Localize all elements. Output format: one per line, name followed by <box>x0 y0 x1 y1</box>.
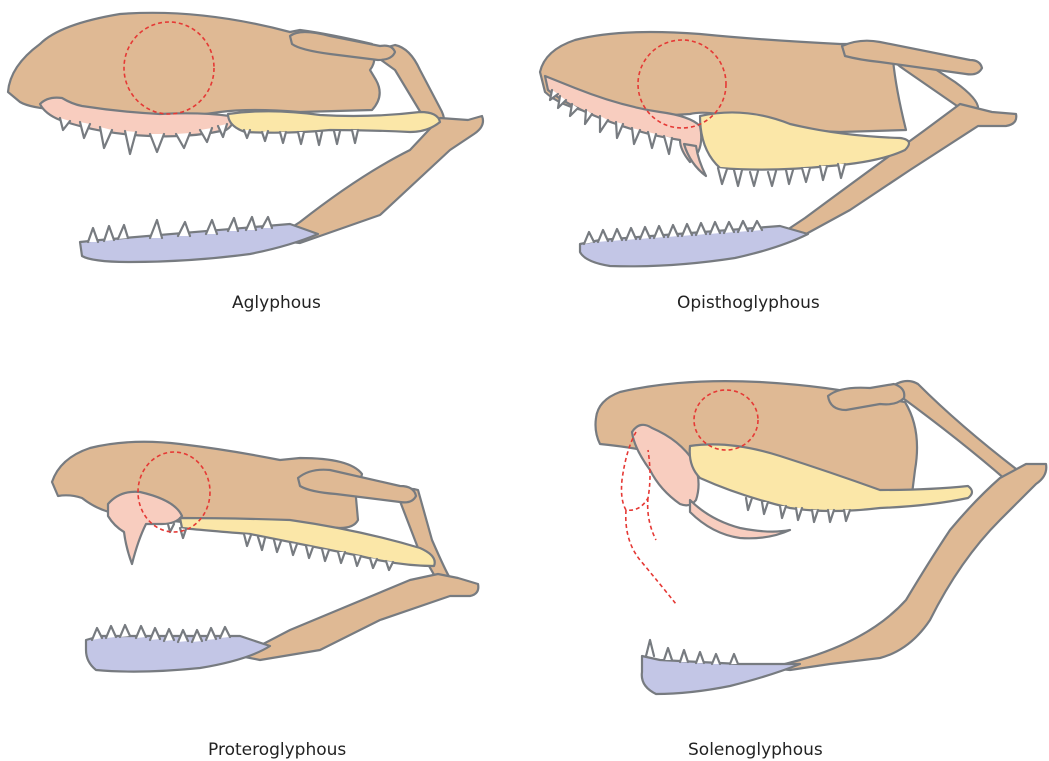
pterygoid-teeth <box>244 130 358 145</box>
caption-solenoglyphous: Solenoglyphous <box>688 740 823 760</box>
skull-opisthoglyphous <box>540 32 1016 266</box>
mandible-bone <box>240 574 478 660</box>
caption-aglyphous: Aglyphous <box>232 293 321 313</box>
caption-opisthoglyphous: Opisthoglyphous <box>677 293 820 313</box>
skull-aglyphous <box>8 13 483 262</box>
dentary <box>642 656 800 694</box>
palatine-pterygoid <box>180 518 435 566</box>
dentary <box>580 226 808 266</box>
solenoglyph-fang <box>690 500 790 538</box>
palatine-pterygoid <box>228 111 440 132</box>
caption-proteroglyphous: Proteroglyphous <box>208 740 346 760</box>
skull-solenoglyphous <box>596 381 1047 694</box>
skull-proteroglyphous <box>52 442 478 672</box>
dentary <box>80 224 318 262</box>
